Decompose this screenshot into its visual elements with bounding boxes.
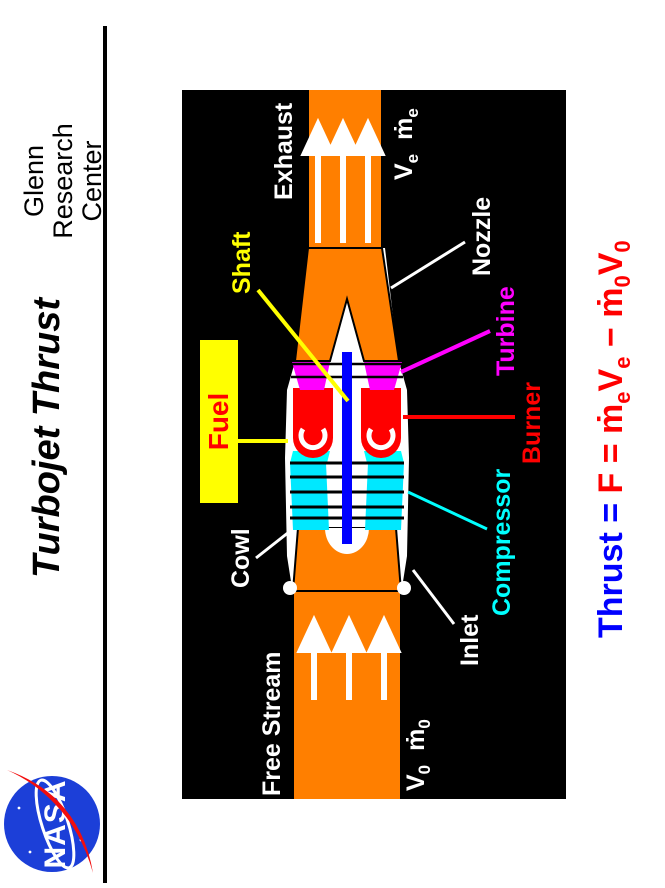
nasa-logo: NASA — [4, 770, 100, 873]
label-outflow-station: Veṁe — [390, 108, 422, 180]
free-stream-arrows — [296, 614, 402, 700]
v0-symbol: V — [402, 774, 430, 791]
logo-wordmark: NASA — [39, 779, 72, 868]
compressor-blades — [290, 463, 404, 530]
fuel-box: Fuel — [200, 340, 238, 503]
ve-symbol: V — [390, 163, 418, 180]
mdot0-symbol: ṁ0 — [402, 719, 434, 751]
compressor-pointer-line — [407, 490, 488, 531]
label-exhaust: Exhaust — [270, 102, 298, 200]
label-inflow-station: V0ṁ0 — [402, 719, 434, 791]
exhaust-arrows — [300, 117, 386, 243]
label-inlet: Inlet — [456, 614, 484, 666]
equation-rhs: F = ṁeVe − ṁ0V0 — [592, 240, 635, 494]
flame-holder-arcs — [298, 427, 396, 451]
label-shaft: Shaft — [228, 231, 256, 295]
label-fuel: Fuel — [203, 392, 234, 451]
logo-orbit — [34, 778, 76, 870]
equation-lhs: Thrust = — [592, 493, 630, 638]
shaft-rod — [342, 352, 352, 544]
cowl-pointer-line — [255, 530, 290, 560]
nozzle-duct — [293, 247, 401, 362]
label-turbine: Turbine — [492, 286, 520, 376]
cowl-lip-bottom — [397, 581, 411, 595]
inlet-pointer-line — [411, 569, 456, 625]
mdote-symbol: ṁe — [390, 108, 422, 140]
turbine-pointer-line — [400, 329, 491, 374]
label-compressor: Compressor — [488, 468, 516, 616]
label-free-stream: Free Stream — [258, 651, 286, 796]
label-burner: Burner — [518, 382, 546, 464]
shaft-pointer-line — [256, 288, 350, 403]
cowl-lip-top — [283, 581, 297, 595]
logo-ball — [4, 776, 100, 872]
thrust-equation: Thrust = F = ṁeVe − ṁ0V0 — [592, 240, 636, 638]
label-nozzle: Nozzle — [468, 196, 496, 276]
nozzle-pointer-line — [390, 240, 466, 290]
label-cowl: Cowl — [227, 528, 255, 588]
